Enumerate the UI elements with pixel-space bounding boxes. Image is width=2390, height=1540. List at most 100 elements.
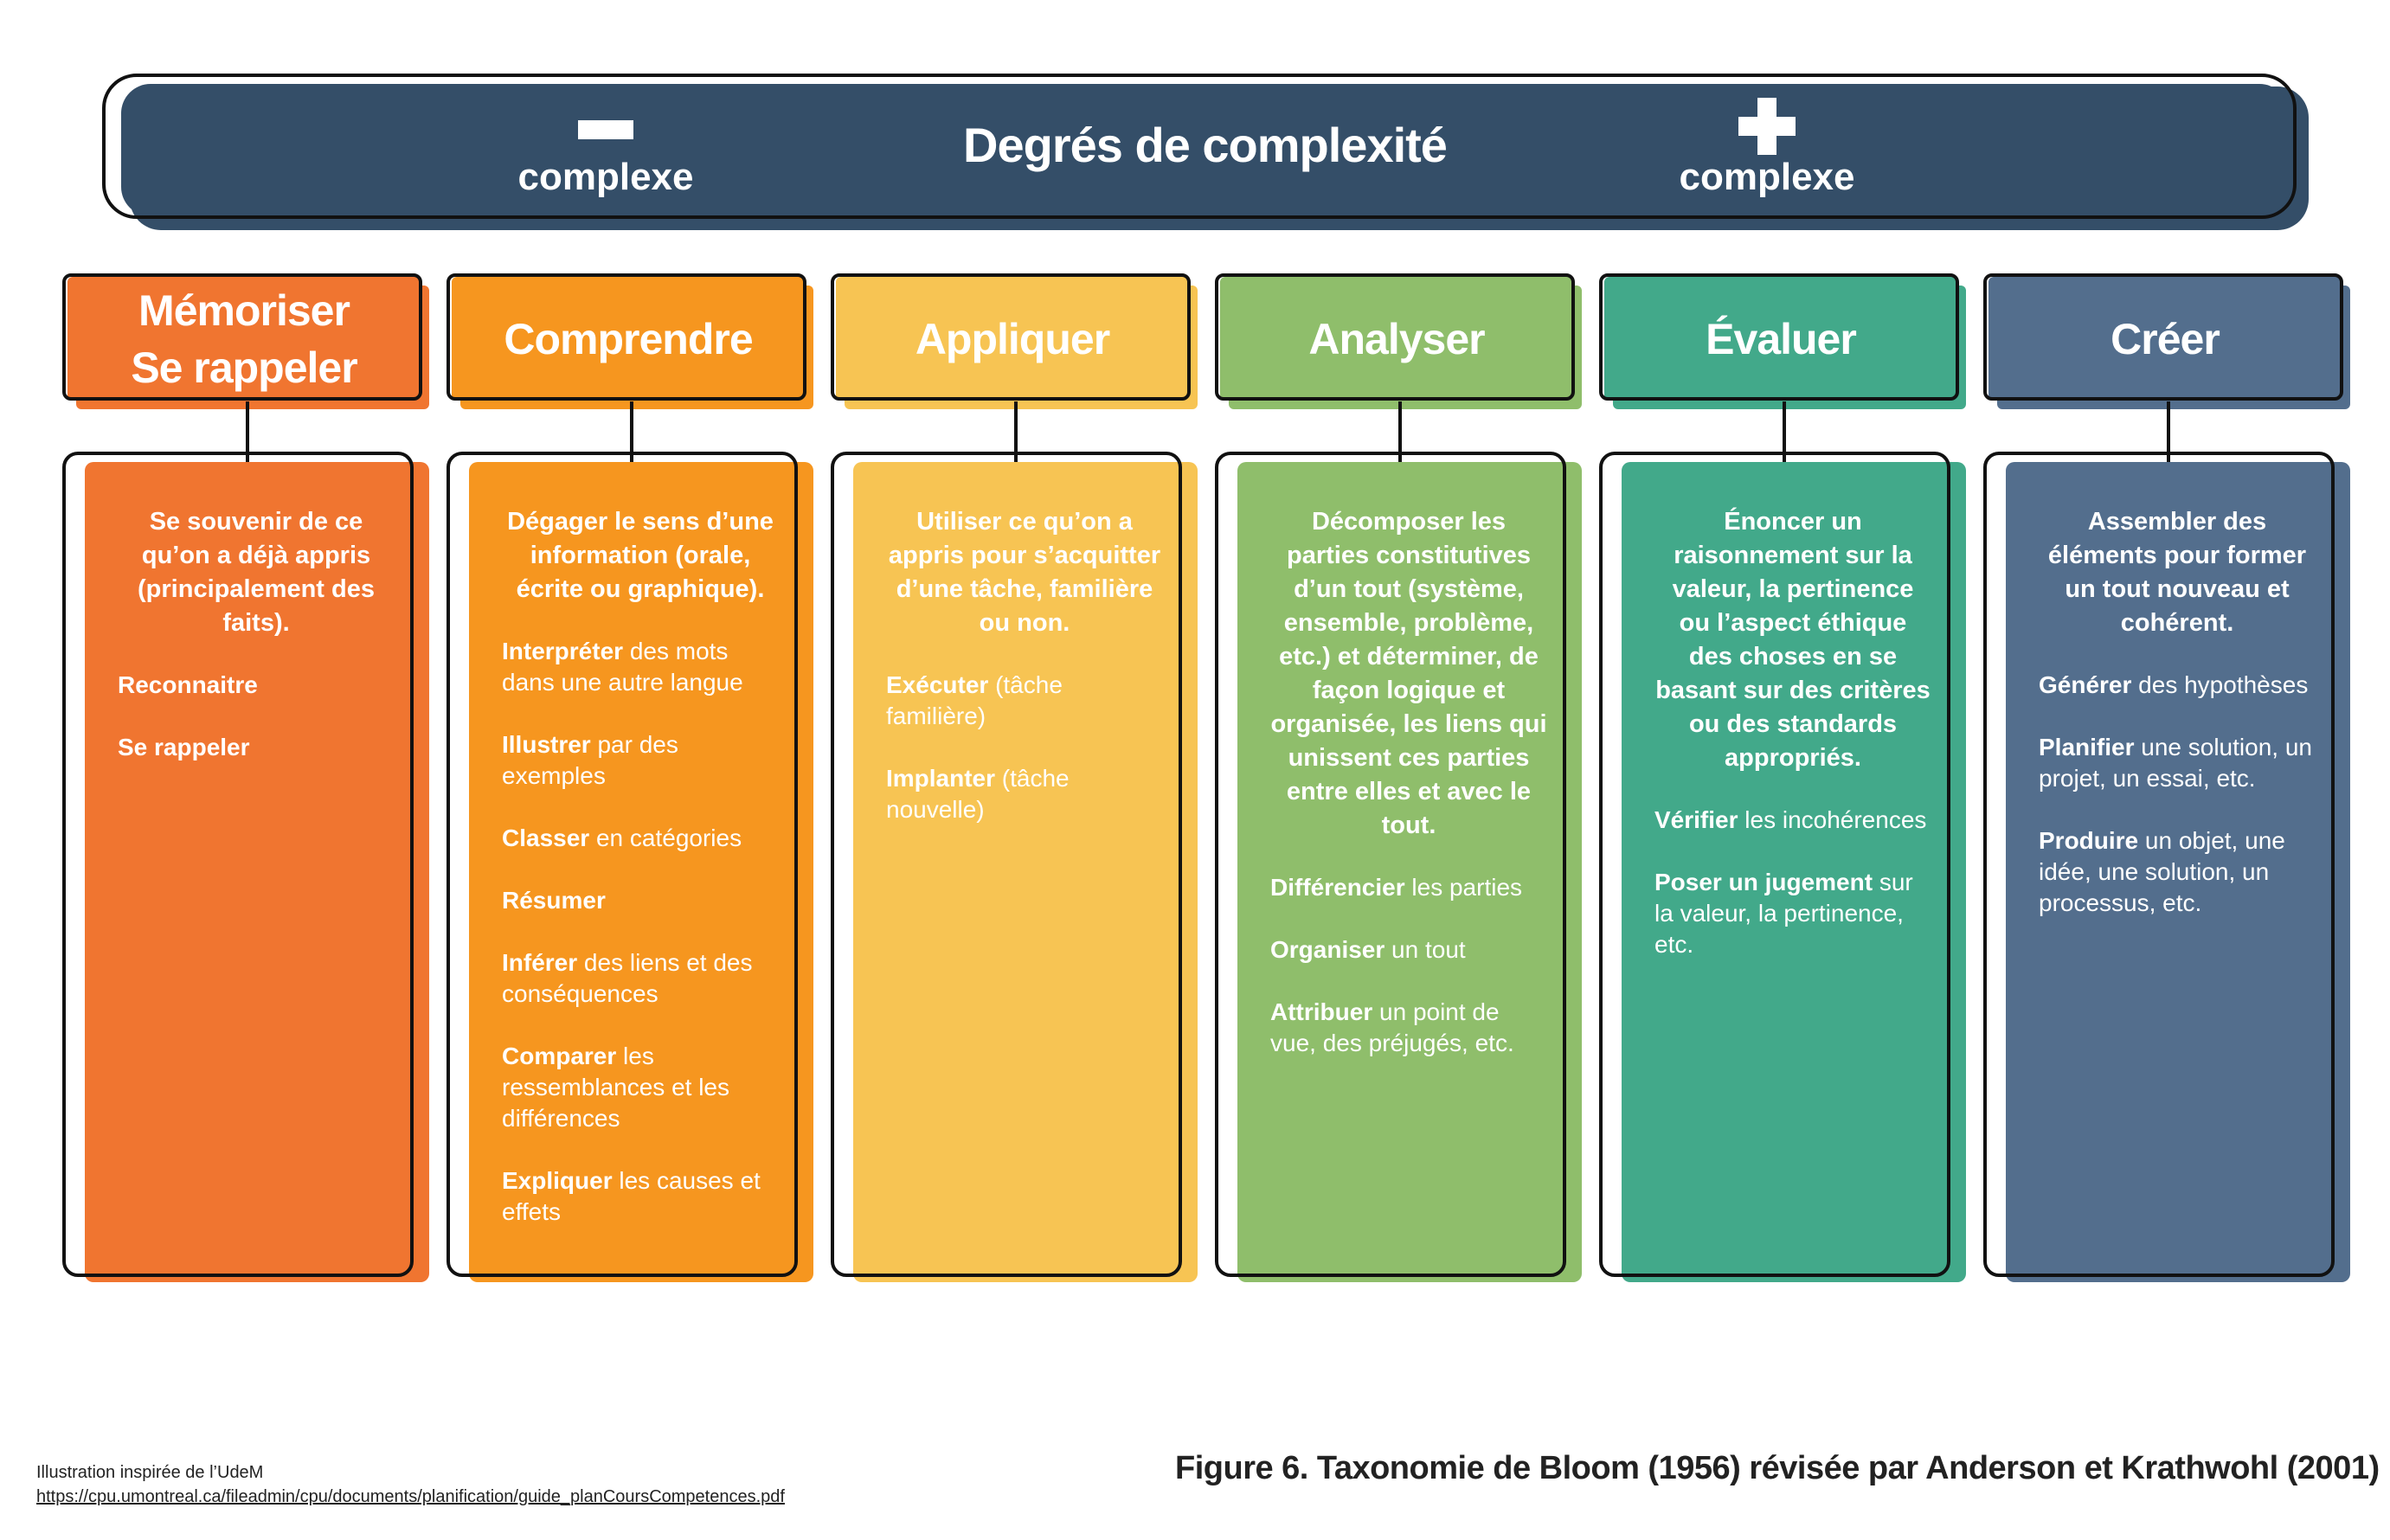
action-verb: Reconnaitre xyxy=(118,671,258,698)
list-item: Vérifier les incohérences xyxy=(1654,805,1931,836)
column-header-label: Analyser xyxy=(1308,314,1485,363)
plus-icon xyxy=(1738,98,1796,155)
verb-complement: des liens et des conséquences xyxy=(502,949,753,1007)
column-body xyxy=(1237,462,1582,1282)
verb-complement: les ressemblances et les différences xyxy=(502,1043,730,1132)
body-outline xyxy=(1983,452,2335,1277)
body-outline xyxy=(831,452,1182,1277)
connector-line xyxy=(2167,401,2170,464)
verb-complement: en catégories xyxy=(589,825,742,851)
header-outline xyxy=(1215,273,1575,401)
list-item: Comparer les ressemblances et les différ… xyxy=(502,1041,779,1134)
column-header: Analyser xyxy=(1220,277,1573,401)
column-body xyxy=(85,462,429,1282)
list-item: Poser un jugement sur la valeur, la pert… xyxy=(1654,867,1931,960)
figure-caption: Figure 6. Taxonomie de Bloom (1956) révi… xyxy=(1175,1450,2380,1486)
header-outline xyxy=(447,273,806,401)
column-body-text: Énoncer un raisonnement sur la valeur, l… xyxy=(1654,505,1931,991)
column-header-label: Évaluer xyxy=(1706,314,1857,363)
column-header-label: Comprendre xyxy=(504,314,753,363)
verb-complement: un objet, une idée, une solution, un pro… xyxy=(2039,827,2285,916)
action-verb: Inférer xyxy=(502,949,578,976)
action-verb: Attribuer xyxy=(1270,998,1373,1025)
action-verb: Illustrer xyxy=(502,731,591,758)
action-verb: Différencier xyxy=(1270,874,1405,901)
column-body-text: Utiliser ce qu’on a appris pour s’acquit… xyxy=(886,505,1163,857)
list-item: Exécuter (tâche familière) xyxy=(886,670,1163,732)
verb-complement: les incohérences xyxy=(1738,806,1927,833)
verb-complement: un point de vue, des préjugés, etc. xyxy=(1270,998,1514,1056)
column-summary: Énoncer un raisonnement sur la valeur, l… xyxy=(1655,508,1931,772)
action-verb: Organiser xyxy=(1270,936,1385,963)
list-item: Se rappeler xyxy=(118,732,395,763)
banner-outline xyxy=(102,74,2297,219)
body-outline xyxy=(62,452,414,1277)
action-verb: Planifier xyxy=(2039,734,2135,760)
banner-right-label: complexe xyxy=(1679,156,1855,198)
list-item: Générer des hypothèses xyxy=(2039,670,2316,701)
list-item: Organiser un tout xyxy=(1270,934,1547,966)
list-item: Classer en catégories xyxy=(502,823,779,854)
column-header: Mémoriser Se rappeler xyxy=(67,277,421,401)
column-header: Comprendre xyxy=(452,277,805,401)
verb-complement: des hypothèses xyxy=(2131,671,2309,698)
column-summary: Décomposer les parties constitutives d’u… xyxy=(1270,508,1547,839)
list-item: Inférer des liens et des conséquences xyxy=(502,947,779,1010)
list-item: Produire un objet, une idée, une solutio… xyxy=(2039,825,2316,919)
connector-line xyxy=(1398,401,1402,464)
banner-left-label: complexe xyxy=(517,156,694,198)
verb-complement: les parties xyxy=(1404,874,1523,901)
column-body xyxy=(2006,462,2350,1282)
list-item: Implanter (tâche nouvelle) xyxy=(886,763,1163,825)
header-outline xyxy=(1983,273,2343,401)
column-header: Créer xyxy=(1988,277,2342,401)
complexity-banner: complexe Degrés de complexité complexe xyxy=(121,84,2289,216)
action-verb: Se rappeler xyxy=(118,734,250,760)
action-verb: Vérifier xyxy=(1654,806,1738,833)
column-summary: Dégager le sens d’une information (orale… xyxy=(507,508,774,603)
action-verb: Poser un jugement xyxy=(1654,869,1873,895)
column-body xyxy=(853,462,1198,1282)
verb-complement: sur la valeur, la pertinence, etc. xyxy=(1654,869,1913,958)
connector-line xyxy=(246,401,249,464)
minus-icon xyxy=(578,120,633,139)
column-header-label: Appliquer xyxy=(915,314,1110,363)
column-memoriser: Mémoriser Se rappeler Se souvenir de ce q… xyxy=(62,273,436,1282)
list-item: Planifier une solution, un projet, un es… xyxy=(2039,732,2316,794)
verb-complement: (tâche familière) xyxy=(886,671,1063,729)
column-body-text: Décomposer les parties constitutives d’u… xyxy=(1270,505,1547,1090)
credit: Illustration inspirée de l’UdeM https://… xyxy=(36,1460,785,1509)
header-outline xyxy=(1599,273,1959,401)
column-summary: Assembler des éléments pour former un to… xyxy=(2047,508,2307,637)
column-body-text: Se souvenir de ce qu’on a déjà appris (p… xyxy=(118,505,395,794)
banner-title: Degrés de complexité xyxy=(963,118,1448,172)
action-verb: Résumer xyxy=(502,887,606,914)
column-body xyxy=(1622,462,1966,1282)
column-summary: Se souvenir de ce qu’on a déjà appris (p… xyxy=(138,508,375,637)
list-item: Illustrer par des exemples xyxy=(502,729,779,792)
verb-complement: une solution, un projet, un essai, etc. xyxy=(2039,734,2312,792)
connector-line xyxy=(630,401,633,464)
body-outline xyxy=(1215,452,1566,1277)
list-item: Reconnaitre xyxy=(118,670,395,701)
action-verb: Implanter xyxy=(886,765,996,792)
action-verb: Exécuter xyxy=(886,671,989,698)
column-header: Évaluer xyxy=(1604,277,1957,401)
column-header-label: Mémoriser Se rappeler xyxy=(131,286,357,392)
body-outline xyxy=(447,452,798,1277)
credit-url[interactable]: https://cpu.umontreal.ca/fileadmin/cpu/d… xyxy=(36,1487,785,1506)
body-outline xyxy=(1599,452,1950,1277)
action-verb: Expliquer xyxy=(502,1167,613,1194)
action-verb: Classer xyxy=(502,825,590,851)
list-item: Résumer xyxy=(502,885,779,916)
header-outline xyxy=(831,273,1191,401)
action-verb: Produire xyxy=(2039,827,2139,854)
list-item: Différencier les parties xyxy=(1270,872,1547,903)
credit-text: Illustration inspirée de l’UdeM xyxy=(36,1463,264,1482)
verb-complement: un tout xyxy=(1385,936,1466,963)
column-header: Appliquer xyxy=(836,277,1189,401)
